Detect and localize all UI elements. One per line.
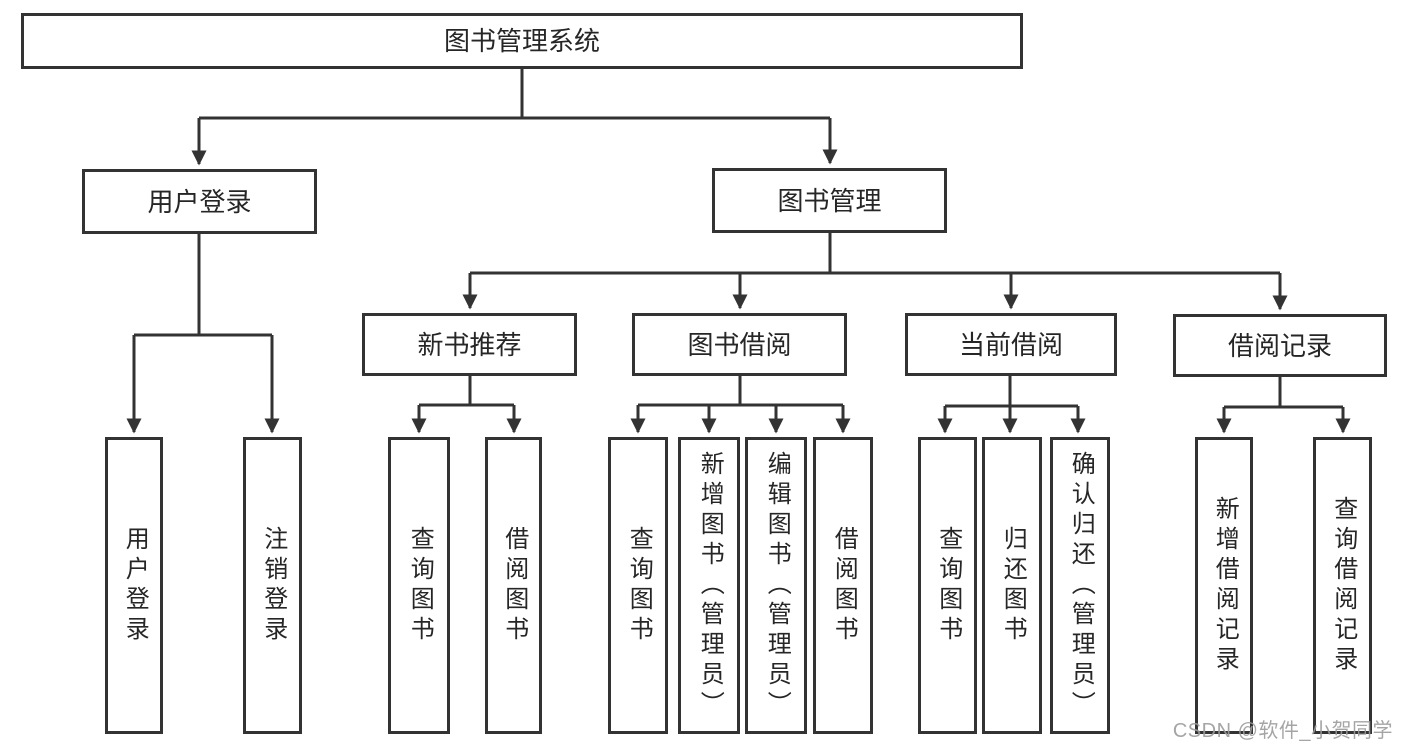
leaf-query-books-2-label: 查询图书	[625, 525, 653, 646]
leaf-user-login-label: 用户登录	[121, 525, 149, 646]
node-root: 图书管理系统	[21, 13, 1023, 69]
leaf-user-login: 用户登录	[105, 437, 163, 734]
leaf-borrow-books-1-label: 借阅图书	[500, 525, 528, 646]
leaf-logout: 注销登录	[243, 437, 302, 734]
node-book-management: 图书管理	[712, 168, 947, 233]
leaf-query-books-3-label: 查询图书	[934, 525, 962, 646]
leaf-borrow-books-2: 借阅图书	[813, 437, 873, 734]
leaf-add-borrow-record-label: 新增借阅记录	[1211, 495, 1239, 676]
node-book-borrow: 图书借阅	[632, 313, 847, 376]
leaf-query-books-1: 查询图书	[388, 437, 450, 734]
leaf-add-borrow-record: 新增借阅记录	[1195, 437, 1253, 734]
leaf-add-book-admin: 新增图书（管理员）	[678, 437, 740, 734]
leaf-query-borrow-record-label: 查询借阅记录	[1329, 495, 1357, 676]
leaf-query-books-1-label: 查询图书	[406, 525, 434, 646]
node-borrow-record: 借阅记录	[1173, 314, 1387, 377]
leaf-query-borrow-record: 查询借阅记录	[1313, 437, 1372, 734]
leaf-confirm-return-admin: 确认归还（管理员）	[1050, 437, 1110, 734]
node-new-book-recommend-label: 新书推荐	[417, 329, 522, 360]
leaf-logout-label: 注销登录	[259, 525, 287, 646]
leaf-query-books-3: 查询图书	[918, 437, 977, 734]
leaf-borrow-books-1: 借阅图书	[485, 437, 542, 734]
leaf-add-book-admin-label: 新增图书（管理员）	[696, 450, 724, 721]
csdn-watermark: CSDN @软件_小贺同学	[1172, 720, 1393, 742]
node-new-book-recommend: 新书推荐	[362, 313, 577, 376]
node-book-management-label: 图书管理	[777, 185, 882, 216]
node-borrow-record-label: 借阅记录	[1227, 330, 1332, 361]
leaf-return-book-label: 归还图书	[999, 525, 1027, 646]
leaf-return-book: 归还图书	[982, 437, 1042, 734]
node-root-label: 图书管理系统	[443, 26, 600, 56]
leaf-edit-book-admin-label: 编辑图书（管理员）	[763, 450, 791, 721]
leaf-confirm-return-admin-label: 确认归还（管理员）	[1067, 450, 1095, 721]
leaf-borrow-books-2-label: 借阅图书	[830, 525, 858, 646]
leaf-query-books-2: 查询图书	[608, 437, 668, 734]
node-user-login-label: 用户登录	[147, 186, 252, 217]
node-user-login: 用户登录	[82, 169, 317, 234]
node-book-borrow-label: 图书借阅	[687, 329, 792, 360]
leaf-edit-book-admin: 编辑图书（管理员）	[745, 437, 807, 734]
node-current-borrow-label: 当前借阅	[958, 329, 1063, 360]
node-current-borrow: 当前借阅	[905, 313, 1117, 376]
